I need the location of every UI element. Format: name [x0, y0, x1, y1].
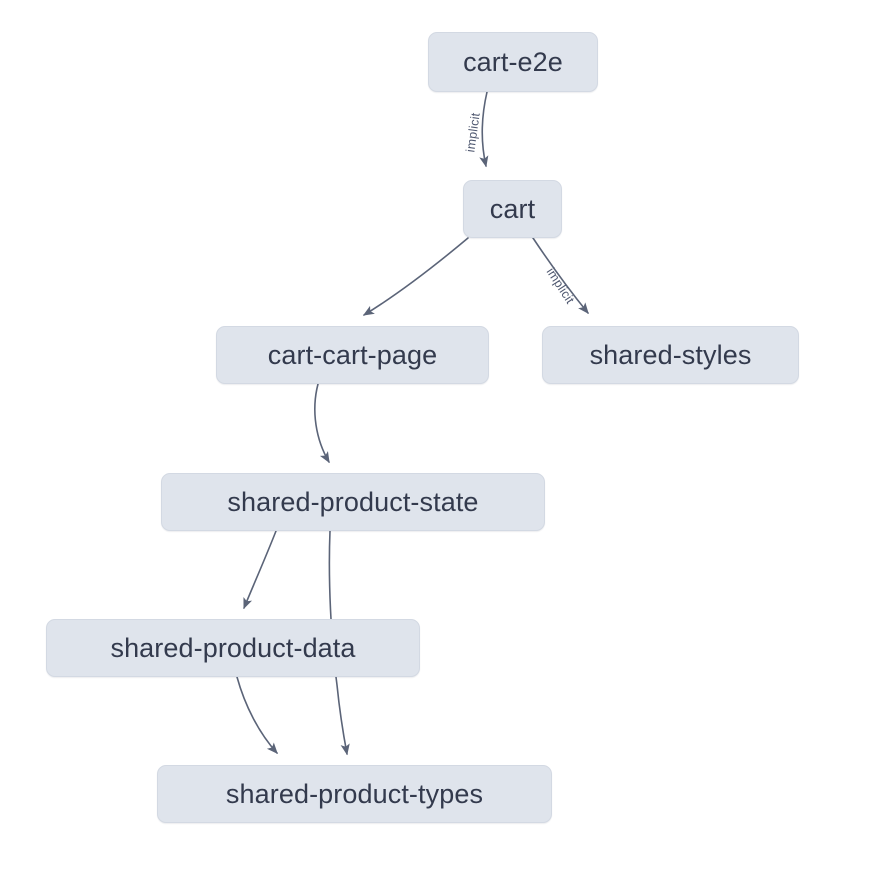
graph-edge-cart__cart-cart-page: [362, 237, 469, 316]
graph-node-shared-styles[interactable]: shared-styles: [542, 326, 799, 384]
graph-node-cart[interactable]: cart: [463, 180, 562, 238]
graph-edge-cart-e2e__cart: [479, 91, 489, 168]
graph-node-cart-cart-page[interactable]: cart-cart-page: [216, 326, 489, 384]
graph-node-shared-product-types[interactable]: shared-product-types: [157, 765, 552, 823]
graph-edge-shared-product-data__shared-product-types: [236, 676, 278, 754]
graph-node-cart-e2e[interactable]: cart-e2e: [428, 32, 598, 92]
graph-node-shared-product-data[interactable]: shared-product-data: [46, 619, 420, 677]
graph-edge-label-cart-e2e__cart: implicit: [463, 111, 482, 153]
graph-edge-cart__shared-styles: [532, 237, 589, 314]
graph-edge-label-cart__shared-styles: implicit: [544, 265, 578, 306]
graph-edge-shared-product-state__shared-product-data: [243, 530, 277, 610]
graph-node-shared-product-state[interactable]: shared-product-state: [161, 473, 545, 531]
graph-edge-cart-cart-page__shared-product-state: [314, 383, 330, 464]
